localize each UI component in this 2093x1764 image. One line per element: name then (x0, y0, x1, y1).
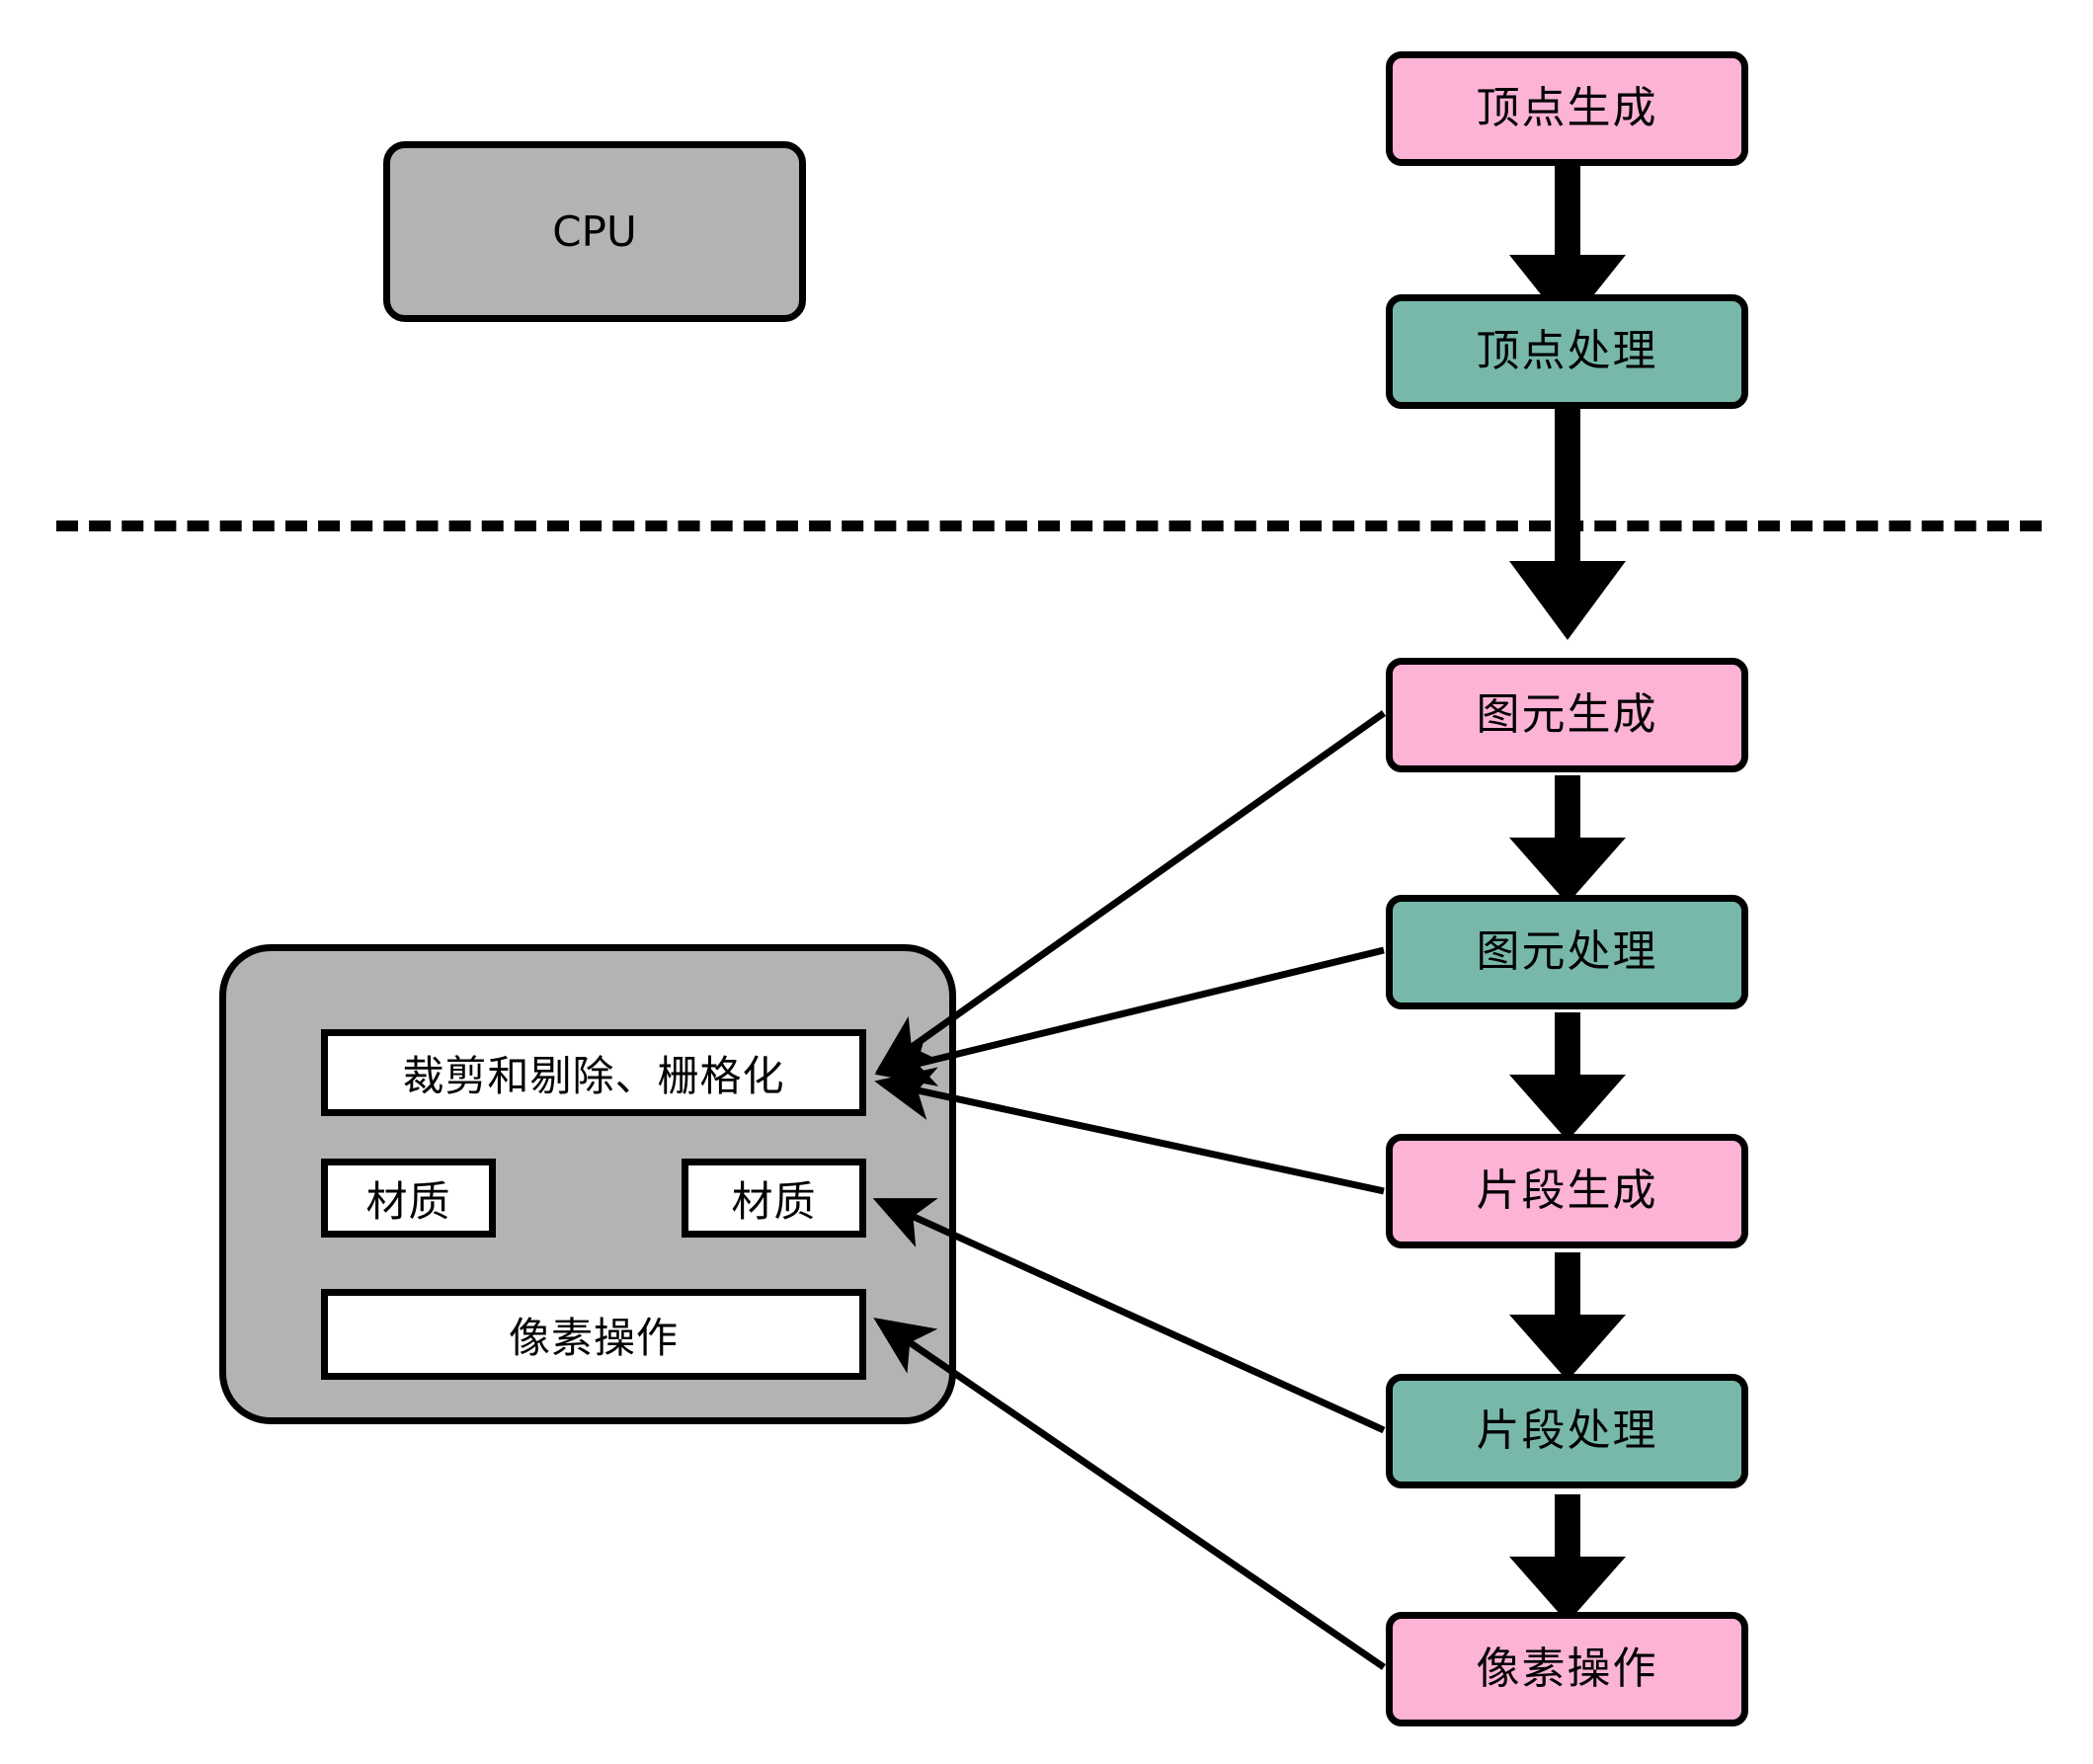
cpu-gpu-boundary-divider (56, 521, 2042, 531)
pipeline-node-label: 片段处理 (1476, 1405, 1658, 1456)
pipeline-node-vertex-processing[interactable]: 顶点处理 (1386, 294, 1748, 409)
inner-box-pixel-operations: 像素操作 (321, 1289, 866, 1380)
pipeline-node-label: 片段生成 (1476, 1165, 1658, 1216)
cpu-label: CPU (552, 207, 637, 256)
connector-fragment-gen-to-clipping (874, 1067, 1385, 1195)
pipeline-node-label: 像素操作 (1476, 1644, 1658, 1694)
pipeline-node-primitive-generation[interactable]: 图元生成 (1386, 658, 1748, 772)
pipeline-node-label: 顶点生成 (1476, 83, 1658, 133)
inner-box-clipping-culling-rasterization: 裁剪和剔除、栅格化 (321, 1029, 866, 1116)
inner-box-label: 裁剪和剔除、栅格化 (402, 1051, 785, 1100)
arrow-fragment-gen-to-fragment-proc (1509, 1252, 1626, 1381)
inner-box-label: 像素操作 (508, 1313, 679, 1362)
pipeline-node-pixel-operations[interactable]: 像素操作 (1386, 1612, 1748, 1726)
pipeline-node-fragment-processing[interactable]: 片段处理 (1386, 1374, 1748, 1488)
inner-box-label: 材质 (365, 1176, 451, 1226)
pipeline-node-vertex-generation[interactable]: 顶点生成 (1386, 51, 1748, 166)
pipeline-node-primitive-processing[interactable]: 图元处理 (1386, 895, 1748, 1009)
inner-box-label: 材质 (731, 1176, 817, 1226)
pipeline-node-fragment-generation[interactable]: 片段生成 (1386, 1134, 1748, 1248)
pipeline-node-label: 图元处理 (1476, 926, 1658, 977)
connector-primitive-gen-to-clipping (875, 710, 1387, 1074)
connector-primitive-proc-to-clipping (874, 946, 1385, 1086)
inner-box-texture-right: 材质 (682, 1159, 866, 1238)
pipeline-node-label: 图元生成 (1476, 689, 1658, 740)
cpu-block: CPU (383, 141, 806, 322)
arrow-primitive-gen-to-primitive-proc (1509, 775, 1626, 904)
arrow-fragment-proc-to-pixel-op (1509, 1494, 1626, 1623)
inner-box-texture-left: 材质 (321, 1159, 496, 1238)
pipeline-node-label: 顶点处理 (1476, 326, 1658, 376)
arrow-primitive-proc-to-fragment-gen (1509, 1012, 1626, 1141)
